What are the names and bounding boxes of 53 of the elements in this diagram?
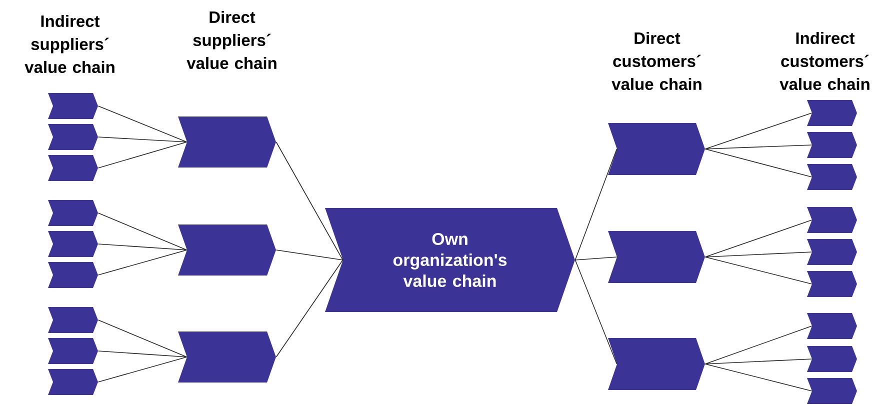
chevron-shape: [807, 313, 857, 339]
connector-line: [704, 364, 812, 392]
connector-line: [704, 252, 812, 258]
chevron-shape: [807, 271, 857, 297]
chevron-shape: [178, 116, 276, 168]
chevron-shape: [807, 100, 857, 126]
connector-line: [574, 260, 618, 364]
connector-line: [98, 106, 188, 142]
chevron-box: Own organization's value chain: [325, 208, 575, 312]
connector-line: [574, 256, 618, 260]
chevron-shape: [807, 207, 857, 233]
chevron-shape: [807, 164, 857, 190]
column-heading: Direct customers´ value chain: [612, 32, 702, 90]
chevron-shape: [608, 338, 705, 390]
connector-line: [98, 350, 188, 358]
column-heading: Direct suppliers´ value chain: [186, 10, 276, 70]
column-heading: Indirect suppliers´ value chain: [24, 14, 114, 74]
chevron-shape: [48, 200, 98, 226]
connector-line: [704, 358, 812, 364]
connector-line: [704, 148, 812, 178]
connector-line: [98, 320, 188, 358]
chevron-shape: [608, 231, 705, 283]
chevron-shape: [178, 332, 276, 382]
chevron-shape: [807, 378, 857, 404]
connector-line: [98, 250, 188, 276]
chevron-shape: [48, 369, 98, 395]
connector-line: [276, 142, 344, 260]
chevron-shape: [178, 224, 276, 276]
connector-line: [704, 326, 812, 364]
connector-line: [98, 244, 188, 250]
connector-line: [276, 260, 344, 358]
connector-line: [704, 220, 812, 258]
chevron-shape: [48, 155, 98, 181]
connector-line: [704, 112, 812, 150]
connector-line: [704, 144, 812, 150]
connector-line: [98, 356, 188, 382]
chevron-shape: [48, 307, 98, 333]
connector-line: [574, 148, 618, 260]
chevron-shape: [608, 123, 705, 175]
connector-line: [98, 142, 188, 168]
chevron-shape: [807, 239, 857, 265]
chevron-shape: [48, 93, 98, 119]
connector-line: [276, 250, 344, 260]
connector-line: [704, 256, 812, 284]
chevron-shape: [48, 338, 98, 364]
column-heading: Indirect customers´ value chain: [780, 32, 870, 90]
chevron-shape: [48, 262, 98, 288]
chevron-shape: [48, 231, 98, 257]
chevron-shape: [48, 124, 98, 150]
connector-line: [98, 136, 188, 142]
connector-line: [98, 212, 188, 250]
chevron-shape: [807, 132, 857, 158]
chevron-shape: [807, 346, 857, 372]
